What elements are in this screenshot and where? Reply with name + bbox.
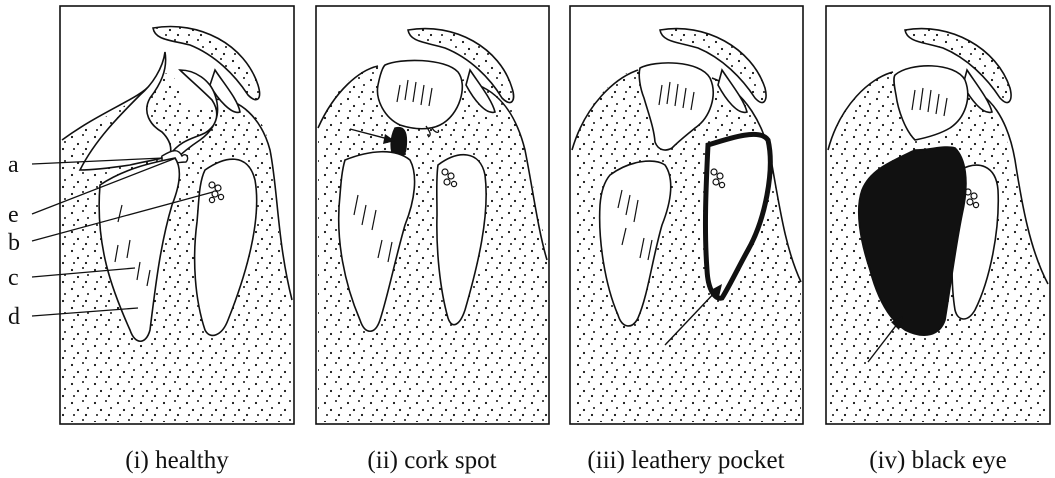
label-c: c: [8, 265, 19, 291]
caption-leathery-pocket: (iii) leathery pocket: [566, 448, 806, 473]
caption-cork-spot: (ii) cork spot: [312, 448, 552, 473]
label-e: e: [8, 202, 19, 228]
panel-black-eye: [826, 6, 1050, 424]
label-b: b: [8, 230, 20, 256]
panel-leathery-pocket: [570, 6, 803, 424]
label-a: a: [8, 152, 19, 178]
caption-black-eye: (iv) black eye: [818, 448, 1055, 473]
label-d: d: [8, 304, 20, 330]
embryo: [377, 60, 462, 128]
panel-cork-spot: [316, 6, 549, 424]
caption-healthy: (i) healthy: [57, 448, 297, 473]
panel-healthy: [60, 6, 294, 424]
